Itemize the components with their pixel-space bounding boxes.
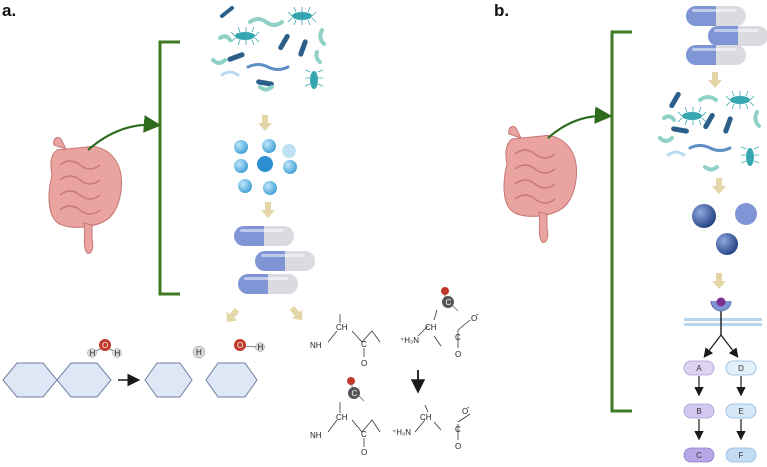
- metabolites-spheres-icon-b: [692, 203, 757, 255]
- pathway-node-f: F: [725, 447, 757, 463]
- intestine-b-icon: [503, 125, 578, 244]
- pathway-node-a: A: [683, 360, 715, 376]
- svg-text:NH: NH: [310, 431, 322, 440]
- branch-arrow-right: [720, 334, 739, 358]
- metabolites-spheres-icon-a: [234, 139, 297, 195]
- svg-text:A: A: [696, 364, 702, 373]
- svg-text:O: O: [455, 442, 461, 451]
- microbiota-cluster-icon-a: [211, 6, 326, 92]
- svg-text:CH: CH: [336, 413, 348, 422]
- pathway-node-b: B: [683, 403, 715, 419]
- flow-arrow-a4: [286, 303, 308, 325]
- svg-text:D: D: [738, 364, 744, 373]
- flow-arrow-b1: [708, 72, 722, 88]
- svg-text:C: C: [361, 430, 367, 439]
- svg-text:B: B: [696, 407, 701, 416]
- ring-product-icon: [144, 362, 258, 398]
- flow-arrow-a1: [258, 115, 272, 131]
- svg-text:O: O: [462, 407, 468, 416]
- svg-text:-: -: [476, 310, 479, 319]
- svg-text:C: C: [352, 389, 358, 398]
- svg-text:CH: CH: [425, 323, 437, 332]
- svg-text:C: C: [446, 298, 452, 307]
- membrane-receptor-icon: [684, 297, 762, 335]
- microbiota-cluster-icon-b: [658, 90, 761, 172]
- svg-text:H: H: [90, 349, 96, 358]
- pathway-node-d: D: [725, 360, 757, 376]
- svg-text:H: H: [258, 343, 264, 352]
- flow-arrow-b3: [712, 273, 726, 289]
- svg-text:C: C: [455, 333, 461, 342]
- drug-capsules-icon-a: [234, 226, 315, 294]
- svg-text:-: -: [467, 403, 470, 412]
- bracket-b: [610, 30, 632, 413]
- svg-text:O: O: [471, 314, 477, 323]
- hydrogen-atom-icon: H: [192, 345, 206, 359]
- intestine-to-bracket-arrow-a: [87, 115, 162, 151]
- flow-arrow-b2: [712, 178, 726, 194]
- svg-text:CH: CH: [336, 323, 348, 332]
- svg-text:O: O: [361, 448, 367, 457]
- svg-text:O: O: [102, 341, 108, 350]
- peptide-structure-top-left: [327, 314, 381, 357]
- svg-text:C: C: [455, 425, 461, 434]
- branch-arrow-left: [703, 334, 722, 358]
- intestine-to-bracket-arrow-b: [547, 106, 613, 139]
- svg-text:O: O: [455, 350, 461, 359]
- svg-text:C: C: [361, 340, 367, 349]
- svg-text:E: E: [738, 407, 743, 416]
- svg-text:⁺H₃N: ⁺H₃N: [392, 428, 411, 437]
- acyl-group-icon-top: C: [441, 287, 459, 312]
- pathway-node-c: C: [683, 447, 715, 463]
- ring-substrate-icon: [2, 362, 112, 398]
- flow-arrow-a2: [261, 202, 275, 218]
- acyl-group-icon-bottom: C: [347, 377, 365, 402]
- flow-arrow-a3: [221, 305, 243, 327]
- hydroxyl-icon: O H: [234, 339, 265, 352]
- svg-text:O: O: [237, 341, 243, 350]
- svg-text:F: F: [739, 451, 744, 460]
- drug-capsules-icon-b: [686, 6, 767, 65]
- bracket-a: [158, 40, 180, 296]
- panel-b-label: b.: [494, 1, 509, 20]
- svg-text:CH: CH: [420, 413, 432, 422]
- intestine-a-icon: [48, 136, 123, 255]
- svg-text:H: H: [196, 348, 202, 357]
- svg-text:H: H: [115, 349, 121, 358]
- svg-text:O: O: [361, 359, 367, 368]
- pathway-node-e: E: [725, 403, 757, 419]
- water-molecule-icon: O H H: [87, 339, 122, 358]
- svg-text:⁺H₃N: ⁺H₃N: [400, 336, 419, 345]
- panel-a-label: a.: [2, 1, 16, 20]
- svg-text:C: C: [696, 451, 702, 460]
- svg-text:NH: NH: [310, 341, 322, 350]
